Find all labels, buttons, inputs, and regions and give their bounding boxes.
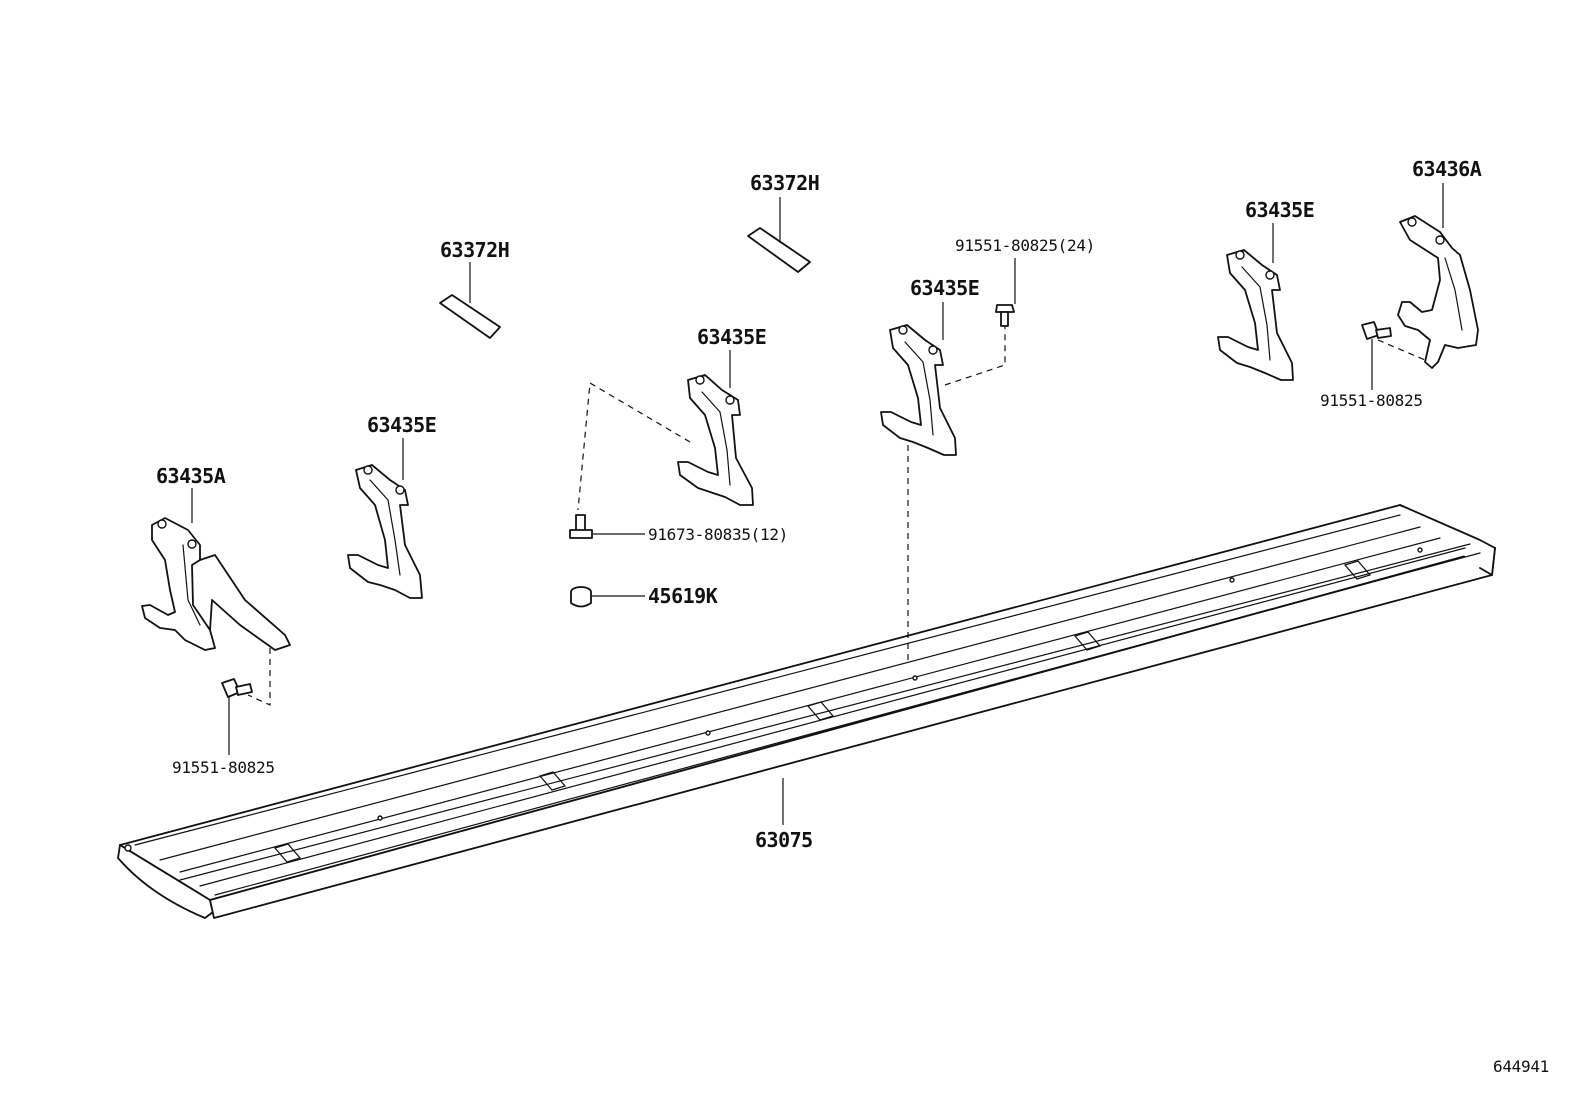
bolt-91551-80825-front[interactable] <box>221 678 253 698</box>
label-63075: 63075 <box>755 828 813 852</box>
label-91673-80835-12: 91673-80835(12) <box>648 525 788 544</box>
bracket-63435e-2[interactable] <box>577 374 754 511</box>
label-63372h-2: 63372H <box>750 171 819 195</box>
bolt-91673-80835[interactable] <box>569 514 593 539</box>
label-91551-80825-24: 91551-80825(24) <box>955 236 1095 255</box>
diagram-id: 644941 <box>1493 1057 1549 1076</box>
label-63435e-2: 63435E <box>697 325 766 349</box>
leader-lines <box>191 183 1444 825</box>
nut-45619k[interactable] <box>570 586 592 608</box>
bracket-63435a[interactable] <box>141 517 291 706</box>
label-91551-80825-front: 91551-80825 <box>172 758 275 777</box>
label-91551-80825-rear: 91551-80825 <box>1320 391 1423 410</box>
label-63435e-4: 63435E <box>1245 198 1314 222</box>
label-45619k: 45619K <box>648 584 718 608</box>
label-63435e-3: 63435E <box>910 276 979 300</box>
label-63435e-1: 63435E <box>367 413 436 437</box>
running-board-step[interactable] <box>117 504 1496 919</box>
bracket-63435e-3[interactable] <box>880 320 1006 665</box>
bracket-63435e-1[interactable] <box>347 464 423 599</box>
bracket-63435e-4[interactable] <box>1217 249 1294 381</box>
label-63372h-1: 63372H <box>440 238 509 262</box>
bracket-63436a[interactable] <box>1377 215 1479 369</box>
label-63435a: 63435A <box>156 464 226 488</box>
bolt-91551-80825-24[interactable] <box>995 304 1015 327</box>
pad-63372h-1[interactable] <box>439 294 501 339</box>
label-63436a: 63436A <box>1412 157 1482 181</box>
pad-63372h-2[interactable] <box>747 227 811 273</box>
bolt-91551-80825-rear[interactable] <box>1361 321 1392 340</box>
